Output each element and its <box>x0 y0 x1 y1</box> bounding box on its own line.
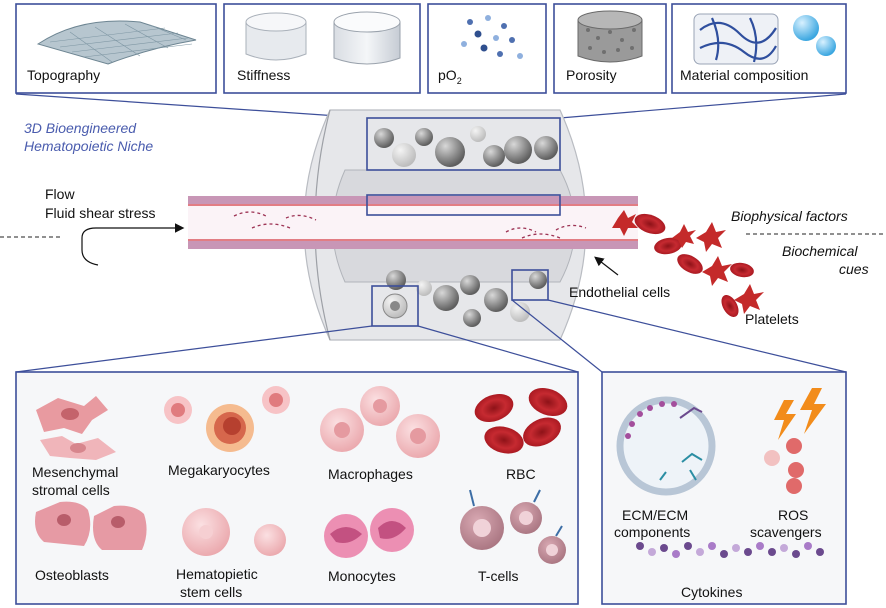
po2-text: pO <box>438 67 457 83</box>
panel-stiffness <box>223 3 421 94</box>
niche-lower-cells <box>371 269 549 327</box>
blood-vessel <box>188 194 638 249</box>
biochem-zoom-box <box>511 269 549 301</box>
cytokine-dots-icon <box>636 542 824 558</box>
rbc-label: RBC <box>506 466 536 482</box>
lightning-icon <box>774 388 826 440</box>
panel-cell-types <box>15 371 579 605</box>
porous-scaffold-icon <box>577 10 643 63</box>
label-po2: pO2 <box>438 67 462 90</box>
msc-label-line1: Mesenchymal <box>32 464 119 480</box>
flow-label: Flow <box>45 186 75 202</box>
oxygen-molecules-icon <box>461 15 523 59</box>
osteoblasts-label: Osteoblasts <box>35 567 109 583</box>
hsc-zoom-box <box>371 285 419 327</box>
ros-label-line2: scavengers <box>750 524 822 540</box>
biophysical-factors-label: Biophysical factors <box>731 208 848 224</box>
soft-hydrogel-icon <box>245 12 307 61</box>
platelet-group <box>612 210 764 314</box>
hsc-label-line1: Hematopietic <box>176 566 258 582</box>
label-material-composition: Material composition <box>680 67 809 83</box>
endothelium-zoom-box <box>366 194 561 216</box>
megakaryocyte-icon <box>164 386 290 452</box>
hsc-icon <box>182 508 286 556</box>
biochemical-label-line1: Biochemical <box>782 243 858 259</box>
exiting-blood-cells <box>612 210 764 317</box>
bottom-connectors <box>15 299 847 373</box>
monocytes-label: Monocytes <box>328 568 396 584</box>
rbc-icon <box>474 387 568 454</box>
ecm-label-line2: components <box>614 524 691 540</box>
biochemical-label-line2: cues <box>839 261 869 277</box>
ros-molecule-icon <box>764 438 804 494</box>
microsphere-icon <box>793 15 836 56</box>
tcell-icon <box>460 489 566 564</box>
panel-biochemical <box>601 371 847 605</box>
monocyte-icon <box>324 508 414 558</box>
endothelial-cells-label: Endothelial cells <box>569 284 671 300</box>
ecm-icon <box>616 396 716 496</box>
po2-subscript: 2 <box>456 75 462 86</box>
msc-label-line2: stromal cells <box>32 482 110 498</box>
macrophages-label: Macrophages <box>328 466 413 482</box>
panel-topography <box>15 3 217 94</box>
label-stiffness: Stiffness <box>237 67 291 83</box>
topography-mesh-icon <box>36 20 197 65</box>
panel-porosity <box>553 3 667 94</box>
stiff-hydrogel-icon <box>333 11 401 65</box>
tcells-label: T-cells <box>478 568 519 584</box>
polymer-network-icon <box>693 13 779 65</box>
osteoblast-icon <box>35 501 147 550</box>
flow-arrow <box>0 223 185 266</box>
platelets-label: Platelets <box>745 311 799 327</box>
top-connectors <box>15 93 847 119</box>
megakaryocytes-label: Megakaryocytes <box>168 462 270 478</box>
niche-title-line1: 3D Bioengineered <box>24 120 137 136</box>
hsc-label-line2: stem cells <box>180 584 243 600</box>
panel-po2 <box>427 3 547 94</box>
niche-upper-cells <box>366 117 561 171</box>
endothelial-arrow <box>594 256 619 276</box>
shear-stress-label: Fluid shear stress <box>45 205 156 221</box>
panel-material <box>671 3 847 94</box>
macrophage-icon <box>320 386 440 458</box>
label-topography: Topography <box>27 67 101 83</box>
ros-label-line1: ROS <box>778 507 809 523</box>
msc-icon <box>36 396 116 460</box>
ecm-label-line1: ECM/ECM <box>622 507 689 523</box>
niche-title-line2: Hematopoietic Niche <box>24 138 154 154</box>
label-porosity: Porosity <box>566 67 617 83</box>
cytokines-label: Cytokines <box>681 584 743 600</box>
